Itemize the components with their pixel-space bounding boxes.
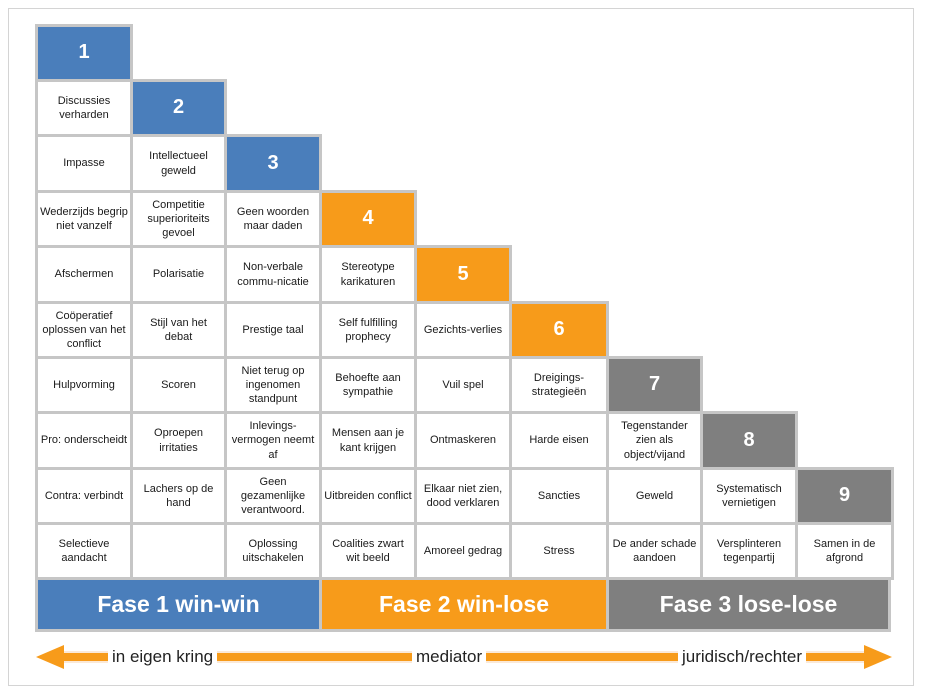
stage-9-item: Samen in de afgrond [795,522,894,580]
phase-1-banner: Fase 1 win-win [35,577,322,632]
stage-5-item: Elkaar niet zien, dood verklaren [414,467,512,525]
phase-3-banner: Fase 3 lose-lose [606,577,891,632]
stage-2-item: Intellectueel geweld [130,134,227,193]
stage-4-item: Mensen aan je kant krijgen [319,411,417,470]
stage-6-item: Harde eisen [509,411,609,470]
stage-7-header: 7 [606,356,703,414]
stage-2-item: Lachers op de hand [130,467,227,525]
stage-1-item: Discussies verharden [35,79,133,137]
stage-2-header: 2 [130,79,227,137]
phase-1-label: Fase 1 win-win [97,591,260,617]
stage-9-header: 9 [795,467,894,525]
stage-7-item: Tegenstander zien als object/vijand [606,411,703,470]
stage-8-header: 8 [700,411,798,470]
stage-2-item: Scoren [130,356,227,414]
stage-2-item: Polarisatie [130,245,227,304]
stage-6-item: Dreigings-strategieën [509,356,609,414]
phase-2-label: Fase 2 win-lose [378,591,549,617]
stage-1-item: Pro: onderscheidt [35,411,133,470]
stage-1-item: Impasse [35,134,133,193]
stage-2-item: Oproepen irritaties [130,411,227,470]
stage-2-item [130,522,227,580]
stage-3-header: 3 [224,134,322,193]
stage-4-item: Stereotype karikaturen [319,245,417,304]
stage-5-item: Vuil spel [414,356,512,414]
arrow-label-legal: juridisch/rechter [678,645,806,669]
stage-6-header: 6 [509,301,609,359]
stage-3-item: Prestige taal [224,301,322,359]
stage-3-item: Niet terug op ingenomen standpunt [224,356,322,414]
stage-4-item: Behoefte aan sympathie [319,356,417,414]
arrow-label-mediator: mediator [412,645,487,669]
stage-5-item: Amoreel gedrag [414,522,512,580]
stage-3-item: Geen gezamenlijke verantwoord. [224,467,322,525]
stage-4-item: Uitbreiden conflict [319,467,417,525]
arrow-label-own-circle: in eigen kring [108,645,218,669]
stage-6-item: Sancties [509,467,609,525]
stage-1-item: Contra: verbindt [35,467,133,525]
stage-8-item: Systematisch vernietigen [700,467,798,525]
phase-3-label: Fase 3 lose-lose [659,591,838,617]
arrow-head-right [864,645,892,669]
stage-1-item: Hulpvorming [35,356,133,414]
stage-1-item: Wederzijds begrip niet vanzelf [35,190,133,248]
stage-3-item: Inlevings-vermogen neemt af [224,411,322,470]
stage-1-item: Selectieve aandacht [35,522,133,580]
stage-6-item: Stress [509,522,609,580]
stage-2-item: Stijl van het debat [130,301,227,359]
stage-3-item: Non-verbale commu-nicatie [224,245,322,304]
stage-5-item: Ontmaskeren [414,411,512,470]
stage-1-header: 1 [35,24,133,82]
stage-2-item: Competitie superioriteits gevoel [130,190,227,248]
stage-3-item: Oplossing uitschakelen [224,522,322,580]
stage-3-item: Geen woorden maar daden [224,190,322,248]
stage-8-item: Versplinteren tegenpartij [700,522,798,580]
stage-1-item: Afschermen [35,245,133,304]
stage-5-item: Gezichts-verlies [414,301,512,359]
stage-4-item: Self fulfilling prophecy [319,301,417,359]
stage-4-header: 4 [319,190,417,248]
phase-2-banner: Fase 2 win-lose [319,577,609,632]
arrow-head-left [36,645,64,669]
stage-5-header: 5 [414,245,512,304]
stage-4-item: Coalities zwart wit beeld [319,522,417,580]
stage-7-item: Geweld [606,467,703,525]
stage-1-item: Coöperatief oplossen van het conflict [35,301,133,359]
stage-7-item: De ander schade aandoen [606,522,703,580]
